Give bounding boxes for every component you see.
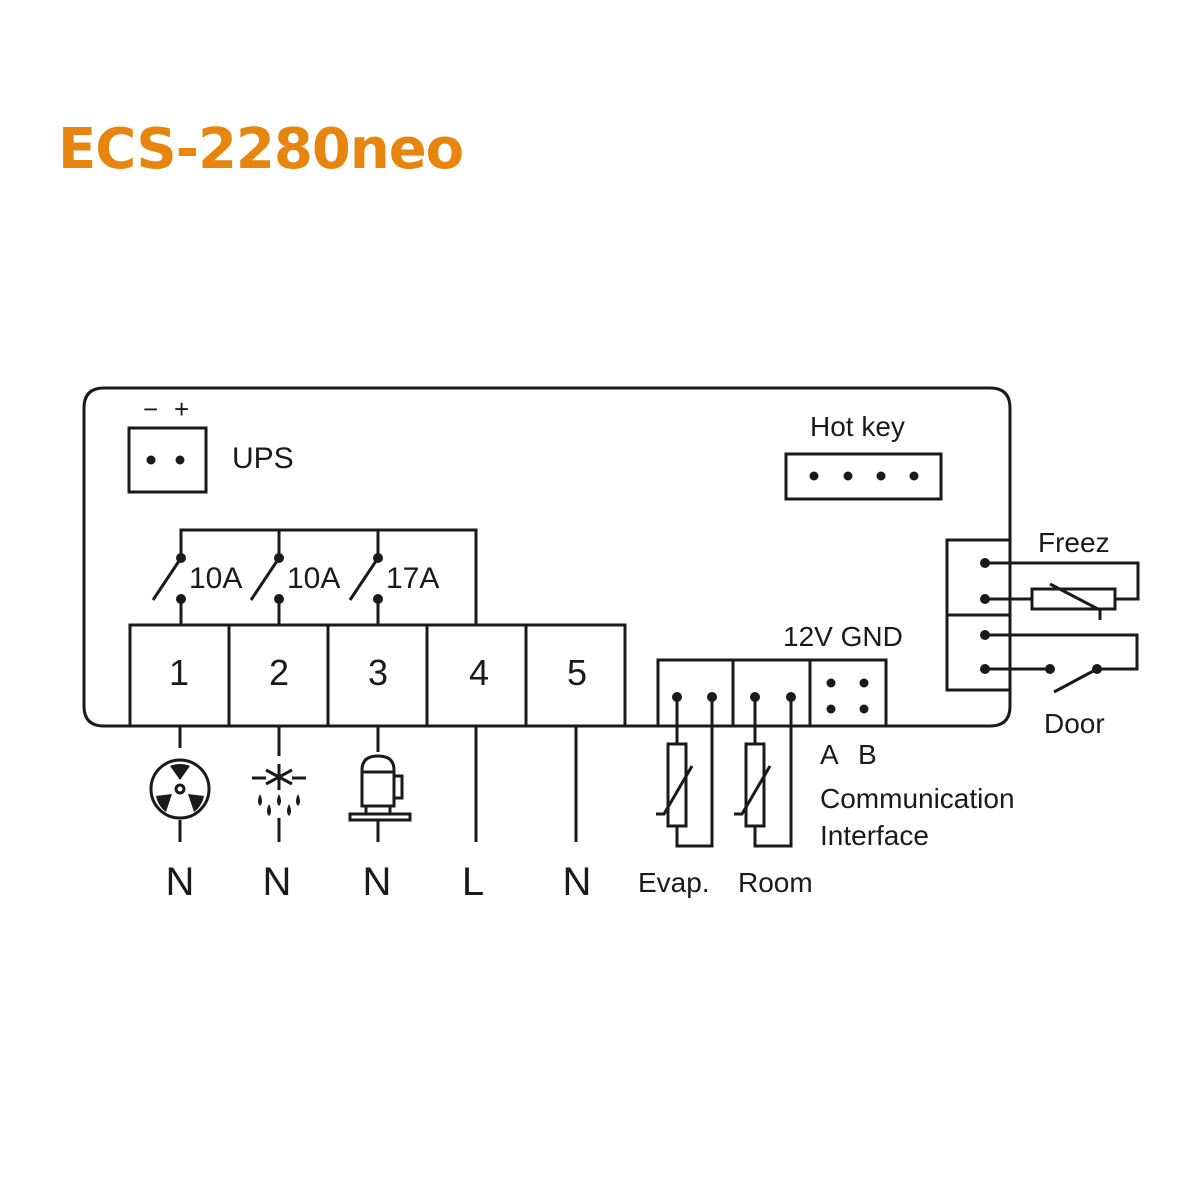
fan-icon	[149, 758, 211, 820]
door-label: Door	[1044, 708, 1105, 739]
terminal-3-wire-label: N	[363, 860, 392, 904]
comm-label-line2: Interface	[820, 820, 929, 851]
compressor-icon	[348, 754, 412, 822]
hotkey-connector: Hot key	[784, 411, 943, 501]
ups-connector: − + UPS	[127, 394, 294, 494]
terminal-4-number: 4	[469, 652, 489, 693]
defrost-icon	[252, 764, 306, 816]
ups-minus-label: −	[143, 394, 158, 424]
evap-probe-connector	[656, 658, 735, 848]
terminal-2-number: 2	[269, 652, 289, 693]
ups-label: UPS	[232, 442, 294, 475]
relay-3-rating: 17A	[386, 562, 439, 595]
relay-1-rating: 10A	[189, 562, 242, 595]
diagram-title: ECS-2280neo	[58, 117, 464, 182]
terminal-1-wire-label: N	[166, 860, 195, 904]
comm-a-label: A	[820, 739, 839, 770]
relay-2-rating: 10A	[287, 562, 340, 595]
comm-b-label: B	[858, 739, 877, 770]
relay-2-switch: 10A	[249, 553, 340, 625]
hotkey-label: Hot key	[810, 411, 905, 442]
terminal-4-wire-label: L	[462, 860, 484, 904]
evap-probe-label: Evap.	[638, 867, 710, 898]
relay-3-switch: 17A	[348, 553, 439, 625]
terminal-2-wire-label: N	[263, 860, 292, 904]
terminal-5-wire-label: N	[563, 860, 592, 904]
door-switch	[980, 630, 1139, 694]
terminal-5-number: 5	[567, 652, 587, 693]
side-connector	[945, 538, 1012, 692]
ups-plus-label: +	[174, 394, 189, 424]
terminal-3-number: 3	[368, 652, 388, 693]
terminal-1-number: 1	[169, 652, 189, 693]
power-pins-label: 12V GND	[783, 621, 903, 652]
freez-probe	[980, 558, 1140, 620]
freez-label: Freez	[1038, 527, 1110, 558]
terminal-block: 1 2 3 4 5	[128, 623, 627, 726]
controller-body	[82, 386, 1012, 728]
comm-label-line1: Communication	[820, 783, 1015, 814]
room-probe-label: Room	[738, 867, 813, 898]
relay-1-switch: 10A	[151, 553, 242, 625]
room-probe-connector	[733, 658, 812, 848]
comm-connector	[810, 658, 888, 726]
